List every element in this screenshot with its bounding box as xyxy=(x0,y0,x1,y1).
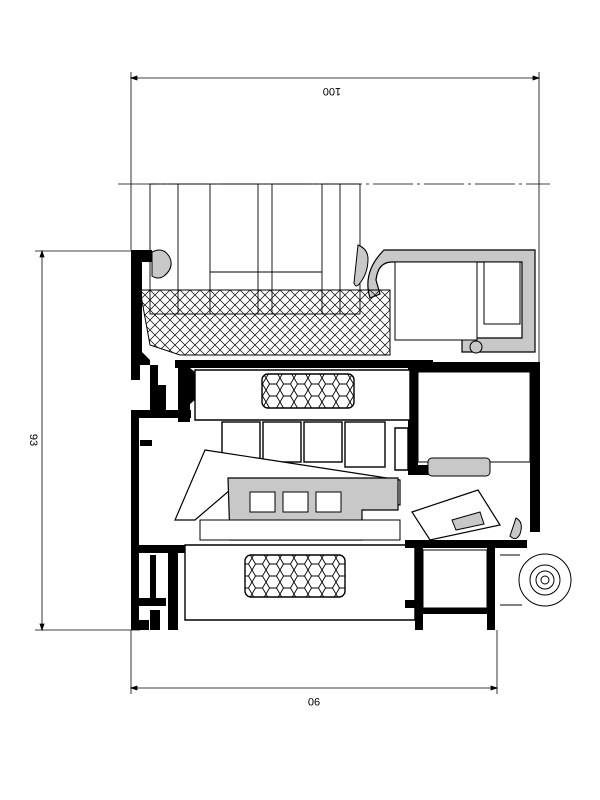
dimension-left-label: 93 xyxy=(27,434,39,446)
frame-profile-right xyxy=(405,540,527,630)
glazing-gasket-right xyxy=(353,244,369,287)
thermal-insulation-hatched xyxy=(139,289,391,356)
hinge-circle xyxy=(500,553,572,607)
middle-chambers xyxy=(221,421,409,471)
sash-hollow-chamber xyxy=(417,371,531,463)
dimension-bottom xyxy=(129,630,499,694)
glazing-bead xyxy=(367,249,536,354)
upper-thermal-break xyxy=(194,369,411,421)
glazing-gasket-left xyxy=(151,249,172,279)
outer-frame-profile xyxy=(131,250,191,630)
lower-thermal-break xyxy=(184,519,416,621)
dimension-top-label: 100 xyxy=(323,85,341,97)
dimension-left xyxy=(35,249,150,632)
dimension-bottom-label: 90 xyxy=(308,695,320,707)
frame-hollow-chamber xyxy=(422,549,488,609)
dimension-top xyxy=(129,72,541,365)
seal-gasket-right xyxy=(411,457,522,541)
